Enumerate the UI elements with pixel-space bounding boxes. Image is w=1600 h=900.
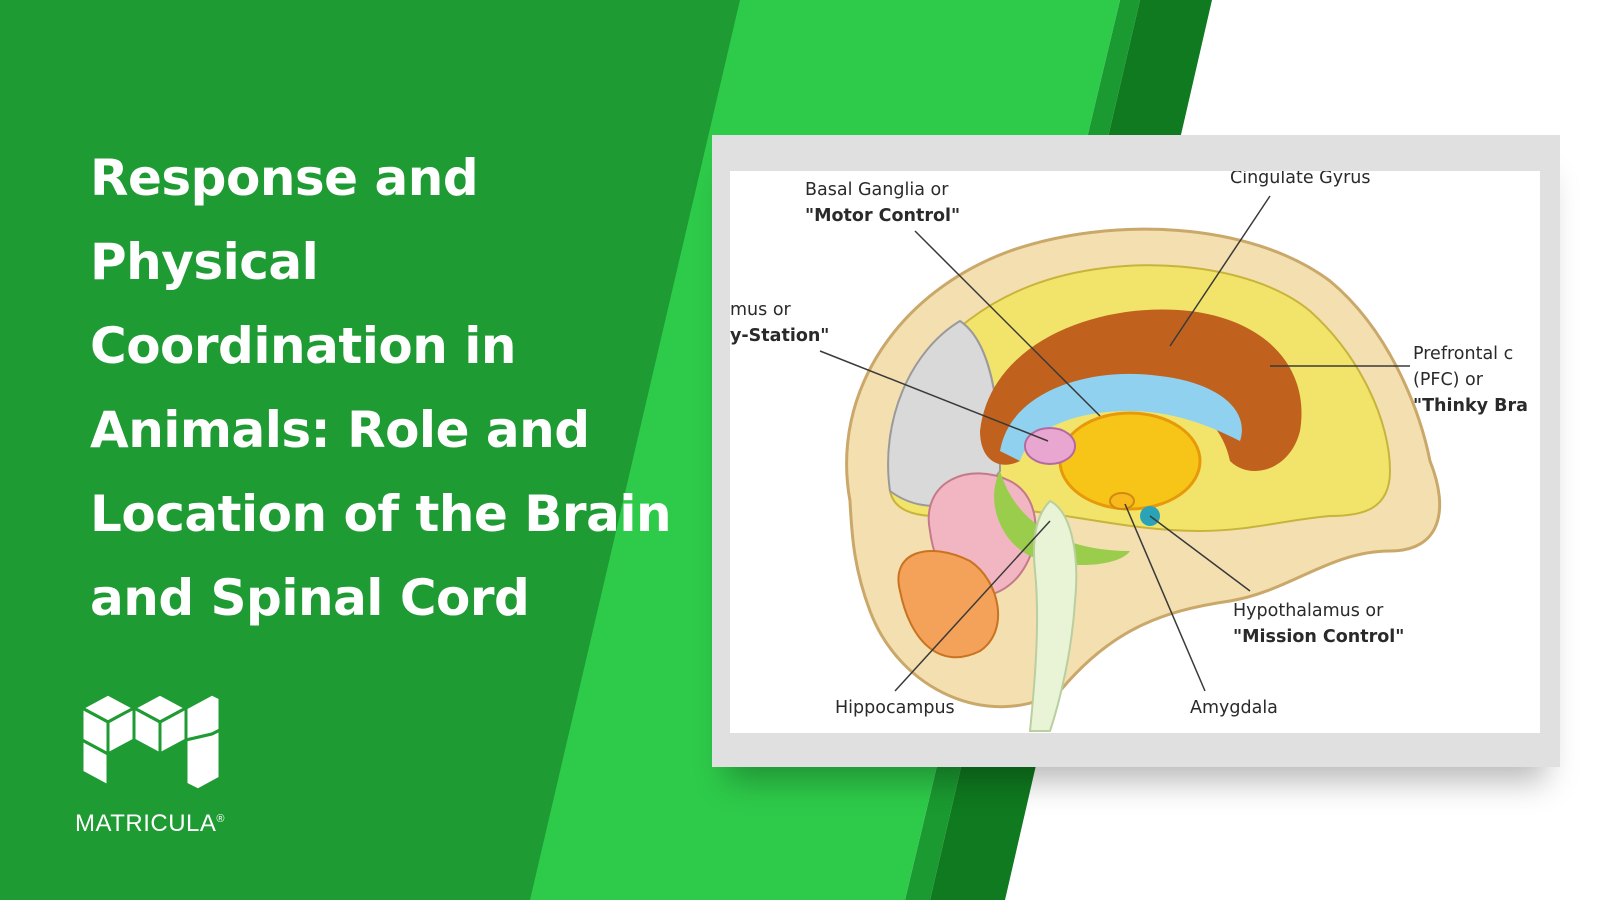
label-hypothalamus: Hypothalamus or "Mission Control" bbox=[1233, 601, 1405, 647]
brain-diagram: Basal Ganglia or "Motor Control" Cingula… bbox=[730, 171, 1540, 733]
brain-illustration bbox=[819, 195, 1442, 732]
pointer-lines bbox=[819, 195, 1410, 692]
label-basal-ganglia: Basal Ganglia or "Motor Control" bbox=[805, 180, 961, 226]
label-amygdala: Amygdala bbox=[1190, 698, 1278, 718]
title-line: Animals: Role and bbox=[90, 401, 590, 459]
brainstem-shape bbox=[1028, 499, 1078, 732]
title-line: Location of the Brain bbox=[90, 485, 672, 543]
hippocampus-shape bbox=[994, 471, 1130, 566]
dark-green-panel bbox=[0, 0, 740, 900]
matricula-cube-logo bbox=[80, 692, 222, 792]
brand-name: MATRICULA® bbox=[75, 810, 226, 837]
label-cingulate-gyrus: Cingulate Gyrus bbox=[1230, 171, 1371, 188]
title-line: Response and bbox=[90, 149, 479, 207]
title-line: Physical bbox=[90, 233, 319, 291]
title-line: Coordination in bbox=[90, 317, 516, 375]
label-thalamus: mus or y-Station" bbox=[730, 300, 830, 346]
diagram-card: Basal Ganglia or "Motor Control" Cingula… bbox=[712, 135, 1560, 767]
thalamus-shape bbox=[1024, 427, 1076, 465]
registered-mark: ® bbox=[216, 813, 226, 825]
label-hippocampus: Hippocampus bbox=[835, 698, 955, 718]
amygdala-shape bbox=[1109, 492, 1135, 510]
page-title: Response and Physical Coordination in An… bbox=[90, 136, 710, 640]
cerebellum-lower-shape bbox=[897, 550, 1000, 659]
title-line: and Spinal Cord bbox=[90, 569, 530, 627]
label-prefrontal-cortex: Prefrontal c (PFC) or "Thinky Bra bbox=[1413, 344, 1528, 416]
corpus-callosum-shape bbox=[1000, 373, 1242, 461]
